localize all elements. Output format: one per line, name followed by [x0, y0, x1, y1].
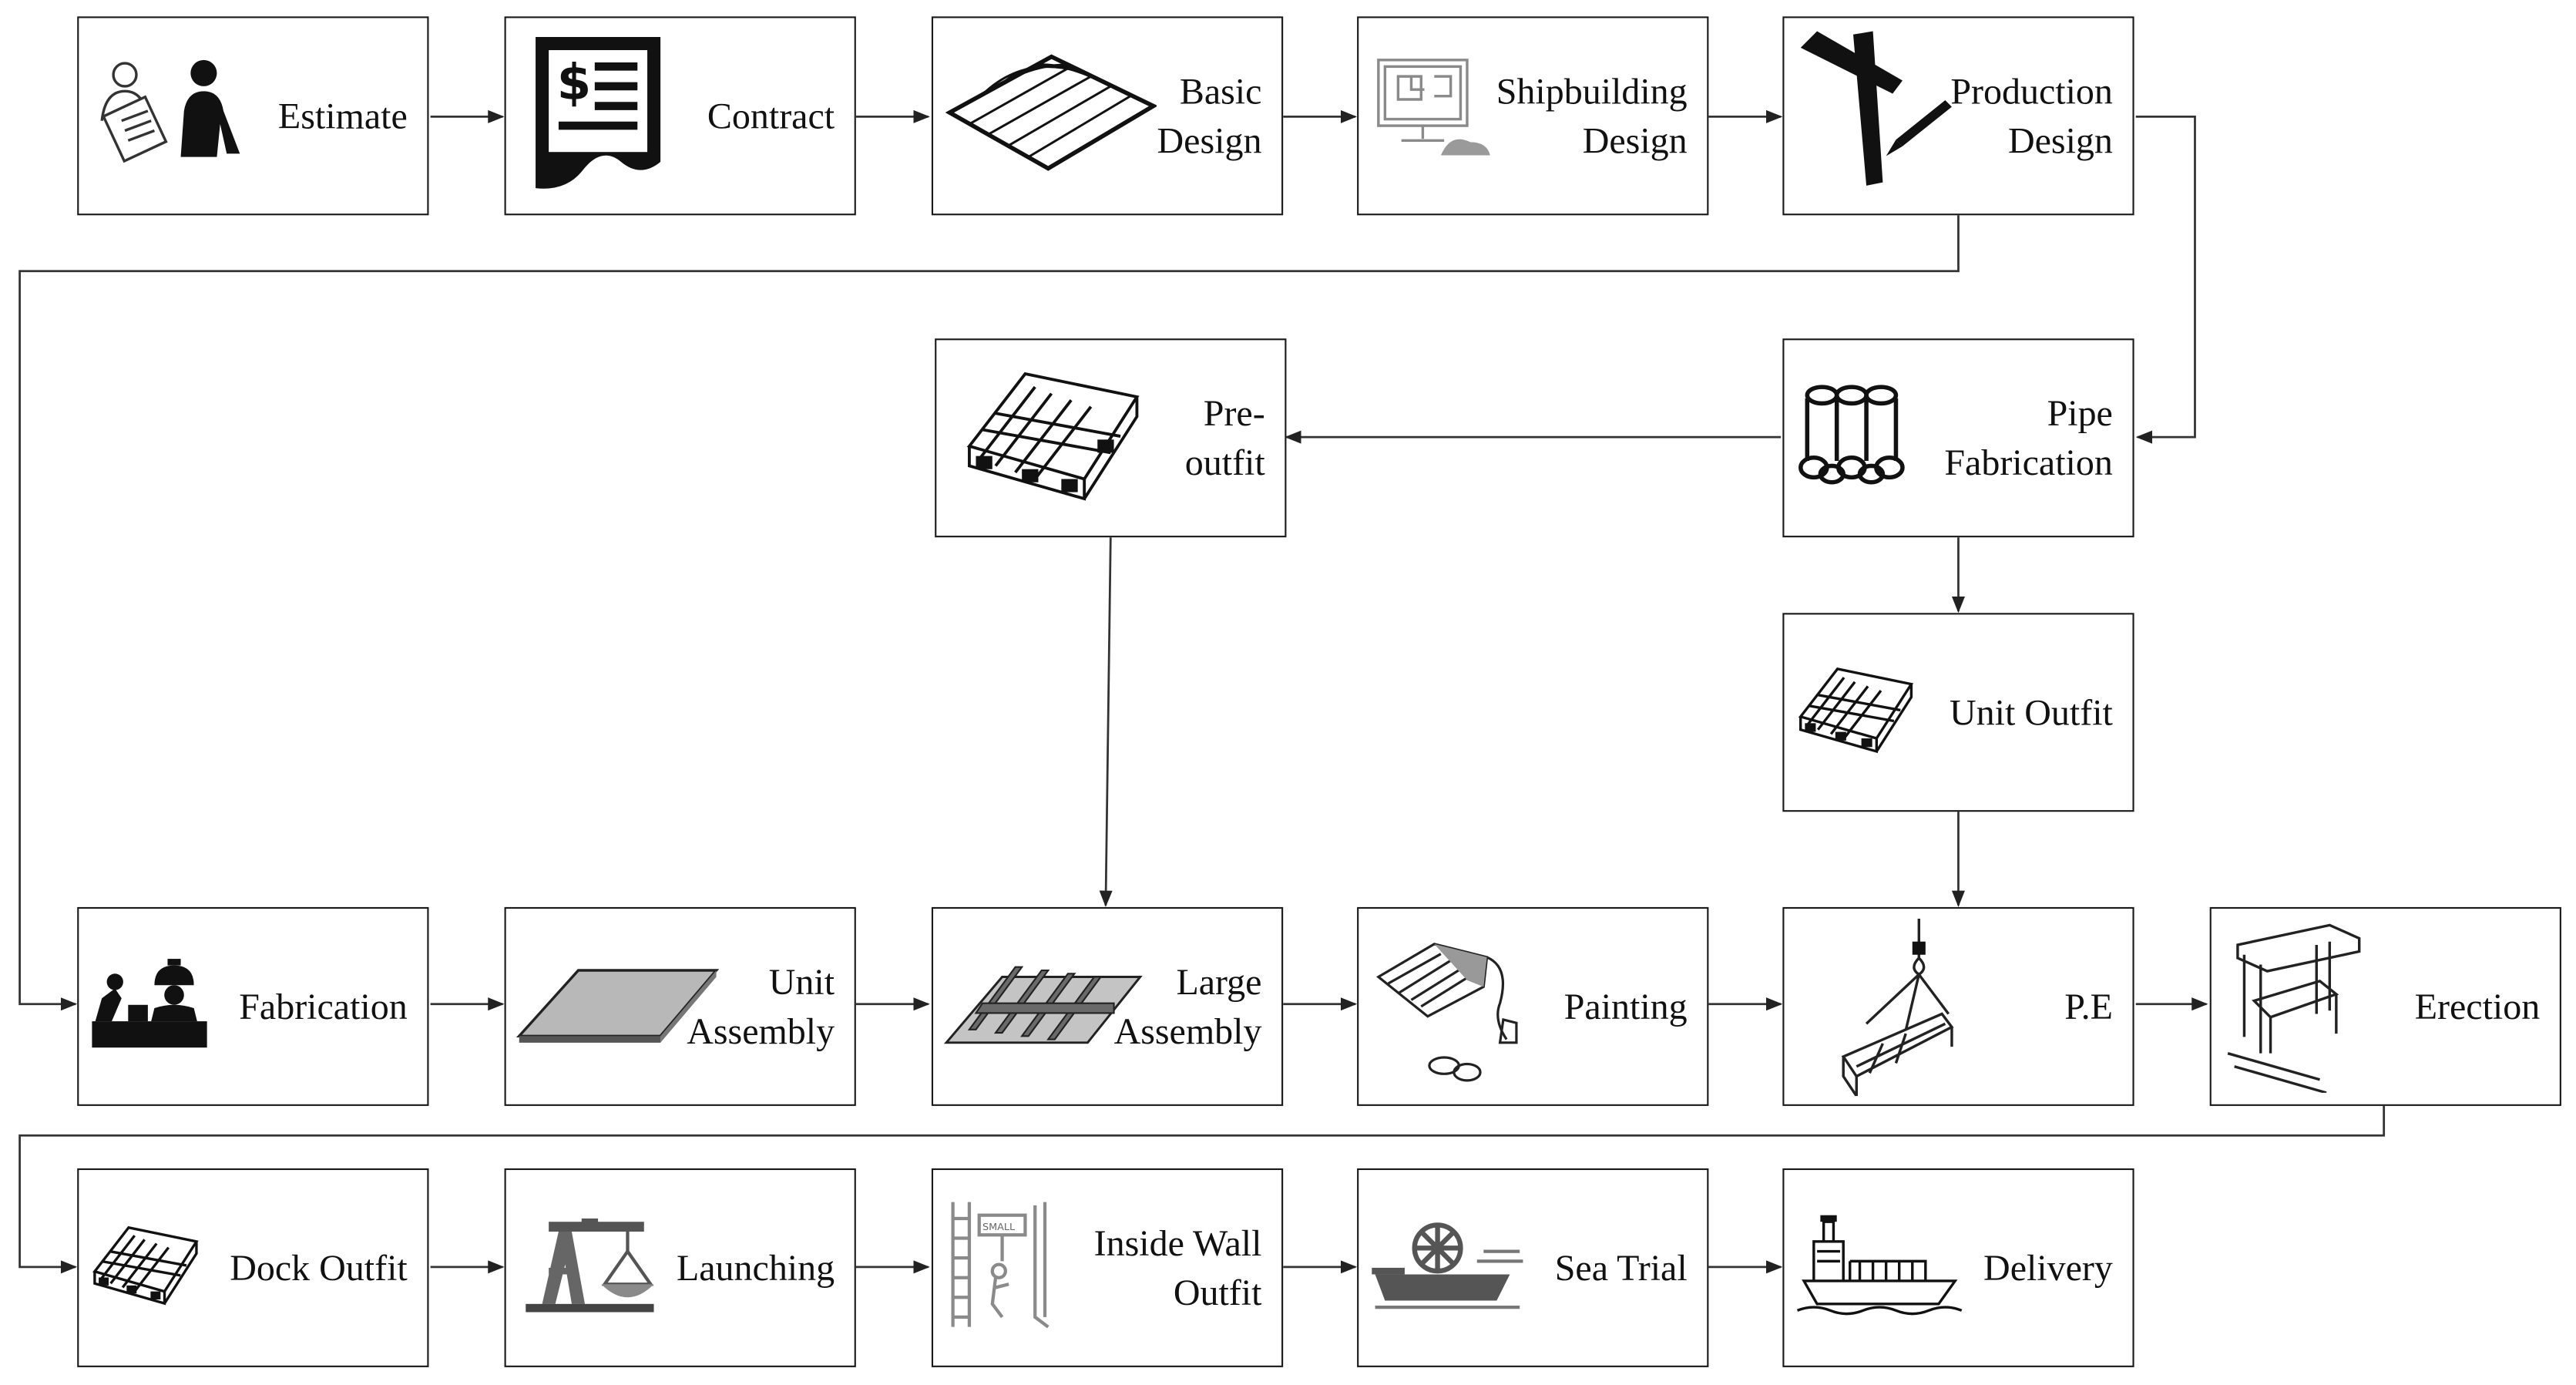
node-pe-label: P.E — [2064, 985, 2113, 1027]
node-contract-label: Contract — [707, 94, 835, 136]
steel-plate-icon — [516, 960, 720, 1054]
arrow-production-pipe-fabrication — [2135, 115, 2196, 444]
svg-text:SMALL: SMALL — [982, 1221, 1016, 1232]
node-pe: P.E — [1782, 906, 2134, 1106]
node-erection-label: Erection — [2414, 985, 2541, 1027]
arrow-pre-outfit-large-assembly — [1099, 537, 1113, 907]
node-delivery-label: Delivery — [1983, 1246, 2113, 1288]
wireframe-surface-icon — [943, 46, 1158, 186]
people-document-icon — [89, 54, 253, 177]
arrow-erection-dock-outfit — [18, 1105, 2386, 1274]
outfit-module-icon — [1794, 661, 1916, 764]
node-delivery: Delivery — [1782, 1168, 2134, 1367]
arrow-production-fabrication — [18, 215, 1960, 1011]
gantry-crane-icon — [2222, 922, 2369, 1101]
welder-worker-icon — [89, 955, 210, 1058]
stiffened-panel-icon — [943, 953, 1144, 1061]
cargo-ship-icon — [1794, 1211, 1965, 1324]
node-estimate-label: Estimate — [277, 94, 408, 136]
node-sea-trial: Sea Trial — [1357, 1168, 1709, 1367]
drafting-pen-icon — [1794, 25, 1958, 197]
node-unit-outfit: Unit Outfit — [1782, 613, 2134, 812]
computer-monitor-icon — [1369, 49, 1500, 183]
node-launching: Launching — [504, 1168, 856, 1367]
node-contract: $ Contract — [504, 16, 856, 216]
node-painting: Painting — [1357, 906, 1709, 1106]
node-estimate: Estimate — [77, 16, 429, 216]
node-launching-label: Launching — [676, 1246, 835, 1288]
node-pre-outfit-label: Pre-outfit — [1184, 392, 1265, 482]
contract-document-icon: $ — [526, 29, 670, 202]
svg-text:$: $ — [557, 54, 592, 111]
painting-block-icon — [1369, 920, 1526, 1093]
outfit-module-icon — [959, 363, 1144, 513]
node-erection: Erection — [2209, 906, 2561, 1106]
ship-wheel-icon — [1369, 1215, 1526, 1322]
node-fabrication: Fabrication — [77, 906, 429, 1106]
wall-ladder-icon: SMALL — [943, 1195, 1058, 1341]
node-pre-outfit: Pre-outfit — [935, 338, 1287, 538]
node-sea-trial-label: Sea Trial — [1554, 1246, 1688, 1288]
node-dock-outfit-label: Dock Outfit — [230, 1246, 408, 1288]
outfit-module-icon — [89, 1219, 200, 1316]
node-fabrication-label: Fabrication — [239, 985, 408, 1027]
node-dock-outfit: Dock Outfit — [77, 1168, 429, 1367]
pipe-bundle-icon — [1794, 382, 1909, 495]
crane-hook-block-icon — [1833, 918, 1965, 1104]
node-unit-outfit-label: Unit Outfit — [1950, 691, 2113, 732]
node-painting-label: Painting — [1563, 985, 1688, 1027]
launch-crane-icon — [522, 1215, 654, 1322]
